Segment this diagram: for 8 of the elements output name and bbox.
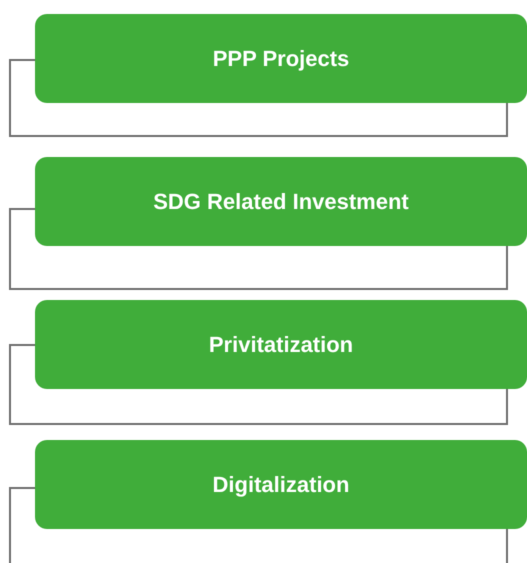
process-box xyxy=(35,300,527,389)
box-label: PPP Projects xyxy=(212,46,350,72)
process-box xyxy=(35,14,527,103)
process-box xyxy=(35,157,527,246)
box-label: Digitalization xyxy=(212,472,350,498)
box-label: SDG Related Investment xyxy=(153,188,409,214)
box-label: Privitatization xyxy=(208,332,354,358)
process-box xyxy=(35,440,527,529)
